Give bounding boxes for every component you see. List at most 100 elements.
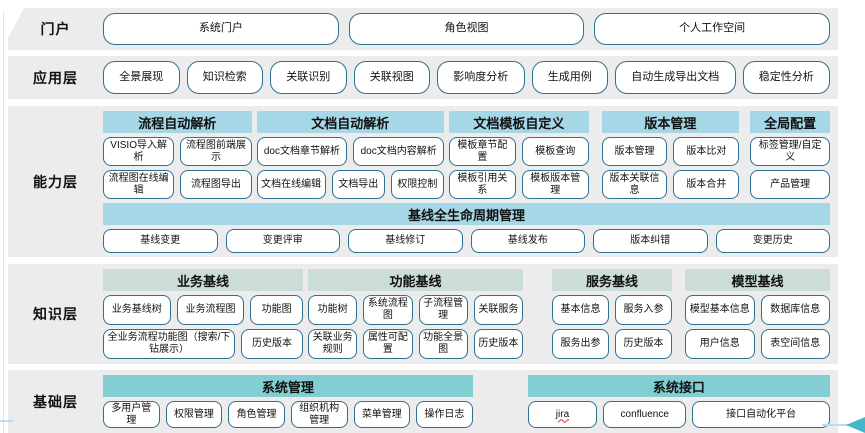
layer-label-capability: 能力层: [33, 173, 78, 190]
diagram-box: 模型基本信息: [685, 295, 755, 325]
diagram-box: 版本关联信息: [601, 170, 668, 199]
button-row: 模板引用关系模板版本管理: [449, 170, 589, 199]
diagram-box: 接口自动化平台: [692, 401, 830, 428]
diagram-box: 关联服务: [473, 295, 523, 325]
diagram-box: 稳定性分析: [742, 61, 830, 94]
diagram-box: 版本合并: [673, 170, 740, 199]
diagram-box: 权限管理: [165, 401, 223, 428]
diagram-box: 功能图: [250, 295, 304, 325]
diagram-box: 流程图导出: [180, 170, 252, 199]
diagram-box: 数据库信息: [760, 295, 830, 325]
diagram-box: 子流程管理: [418, 295, 468, 325]
button-row: 业务基线树业务流程图功能图: [103, 295, 304, 325]
button-row: 模型基本信息数据库信息: [685, 295, 830, 325]
diagram-box: 变更评审: [225, 229, 340, 253]
diagram-box: 版本比对: [673, 137, 740, 166]
layer-content: 系统门户角色视图个人工作空间: [103, 8, 838, 50]
diagram-box: 历史版本: [615, 329, 672, 359]
button-row: 基本信息服务入参: [552, 295, 672, 325]
diagram-box: 菜单管理: [353, 401, 411, 428]
diagram-box: 自动生成导出文档: [615, 61, 736, 94]
diagram-box: 模板章节配置: [449, 137, 516, 166]
diagram-box: 基线变更: [103, 229, 218, 253]
group: 业务基线业务基线树业务流程图功能图全业务流程功能图（搜索/下钻展示）历史版本: [103, 269, 304, 359]
diagram-box: 属性可配置: [363, 329, 413, 359]
diagram-box: 产品管理: [750, 170, 830, 199]
group-row: 业务基线业务基线树业务流程图功能图全业务流程功能图（搜索/下钻展示）历史版本功能…: [103, 269, 830, 359]
button-row: 功能树系统流程图子流程管理关联服务: [308, 295, 523, 325]
diagram-box: 流程图在线编辑: [103, 170, 175, 199]
button-row: 用户信息表空间信息: [685, 329, 830, 359]
diagram-box: 标签管理/自定义: [750, 137, 830, 166]
group-header: 业务基线: [103, 269, 303, 291]
group: 模型基线模型基本信息数据库信息用户信息表空间信息: [685, 269, 830, 359]
diagram-box: doc文档章节解析: [256, 137, 348, 166]
diagram-box: 功能全景图: [418, 329, 468, 359]
layer-label-application: 应用层: [33, 69, 78, 86]
diagram-box: 用户信息: [685, 329, 755, 359]
diagram-box: doc文档内容解析: [353, 137, 445, 166]
diagram-box: 个人工作空间: [594, 13, 831, 45]
diagram-box: 基线修订: [348, 229, 463, 253]
group-header: 流程自动解析: [103, 111, 252, 133]
group: 服务基线基本信息服务入参服务出参历史版本: [552, 269, 672, 359]
group-header: 功能基线: [308, 269, 523, 291]
group-header: 版本管理: [601, 111, 740, 133]
diagram-box: VISIO导入解析: [103, 137, 175, 166]
left-pointing-arrow-icon: [846, 417, 865, 433]
diagram-box: 多用户管理: [103, 401, 160, 428]
diagram-box: 全景展现: [103, 61, 180, 94]
diagram-box: 角色视图: [348, 13, 585, 45]
bottom-left-accent-line: [0, 420, 13, 422]
page-edge-line: [3, 12, 4, 433]
layer-label-knowledge: 知识层: [33, 306, 78, 322]
diagram-box: 权限控制: [390, 170, 445, 199]
diagram-box: 模板引用关系: [449, 170, 516, 199]
diagram-box: 关联业务规则: [308, 329, 358, 359]
button-row: 流程图在线编辑流程图导出: [103, 170, 252, 199]
group-header: 系统接口: [527, 375, 830, 397]
button-row: 关联业务规则属性可配置功能全景图历史版本: [308, 329, 523, 359]
layer-label-portal: 门户: [40, 21, 71, 37]
group: 系统管理多用户管理权限管理角色管理组织机构管理菜单管理操作日志: [103, 375, 473, 428]
group: 版本管理版本管理版本比对版本关联信息版本合并: [601, 111, 740, 199]
diagram-box: 服务出参: [552, 329, 609, 359]
layer-label-foundation: 基础层: [33, 393, 78, 410]
button-row: 全业务流程功能图（搜索/下钻展示）历史版本: [103, 329, 303, 359]
diagram-box: 文档在线编辑: [256, 170, 326, 199]
group-header: 文档自动解析: [256, 111, 445, 133]
diagram-box: 生成用例: [531, 61, 608, 94]
diagram-box: 历史版本: [241, 329, 303, 359]
diagram-box: 影响度分析: [437, 61, 525, 94]
diagram-box: 模板查询: [521, 137, 589, 166]
diagram-box: 系统门户: [103, 13, 339, 45]
group-header: 文档模板自定义: [449, 111, 589, 133]
diagram-box: 变更历史: [715, 229, 830, 253]
button-row: 文档在线编辑文档导出权限控制: [256, 170, 445, 199]
button-row: 系统门户角色视图个人工作空间: [103, 13, 831, 45]
diagram-box: 知识检索: [186, 61, 263, 94]
banner-header: 基线全生命周期管理: [103, 203, 830, 225]
diagram-box: jira: [527, 401, 598, 428]
button-row: 基线变更变更评审基线修订基线发布版本纠错变更历史: [103, 229, 830, 253]
diagram-box: confluence: [603, 401, 687, 428]
diagram-box: 模板版本管理: [521, 170, 589, 199]
bottom-right-connector-line: [822, 424, 854, 426]
button-row: 全景展现知识检索关联识别关联视图影响度分析生成用例自动生成导出文档稳定性分析: [103, 61, 830, 94]
diagram-box: 表空间信息: [760, 329, 830, 359]
button-row: 版本管理版本比对: [601, 137, 740, 166]
group: 全局配置标签管理/自定义产品管理: [750, 111, 830, 199]
group-header: 全局配置: [750, 111, 830, 133]
diagram-box: 服务入参: [615, 295, 672, 325]
diagram-box: 组织机构管理: [290, 401, 348, 428]
diagram-box: 版本纠错: [593, 229, 708, 253]
layer-band-application: 应用层 全景展现知识检索关联识别关联视图影响度分析生成用例自动生成导出文档稳定性分…: [8, 56, 838, 99]
diagram-box: 功能树: [308, 295, 358, 325]
